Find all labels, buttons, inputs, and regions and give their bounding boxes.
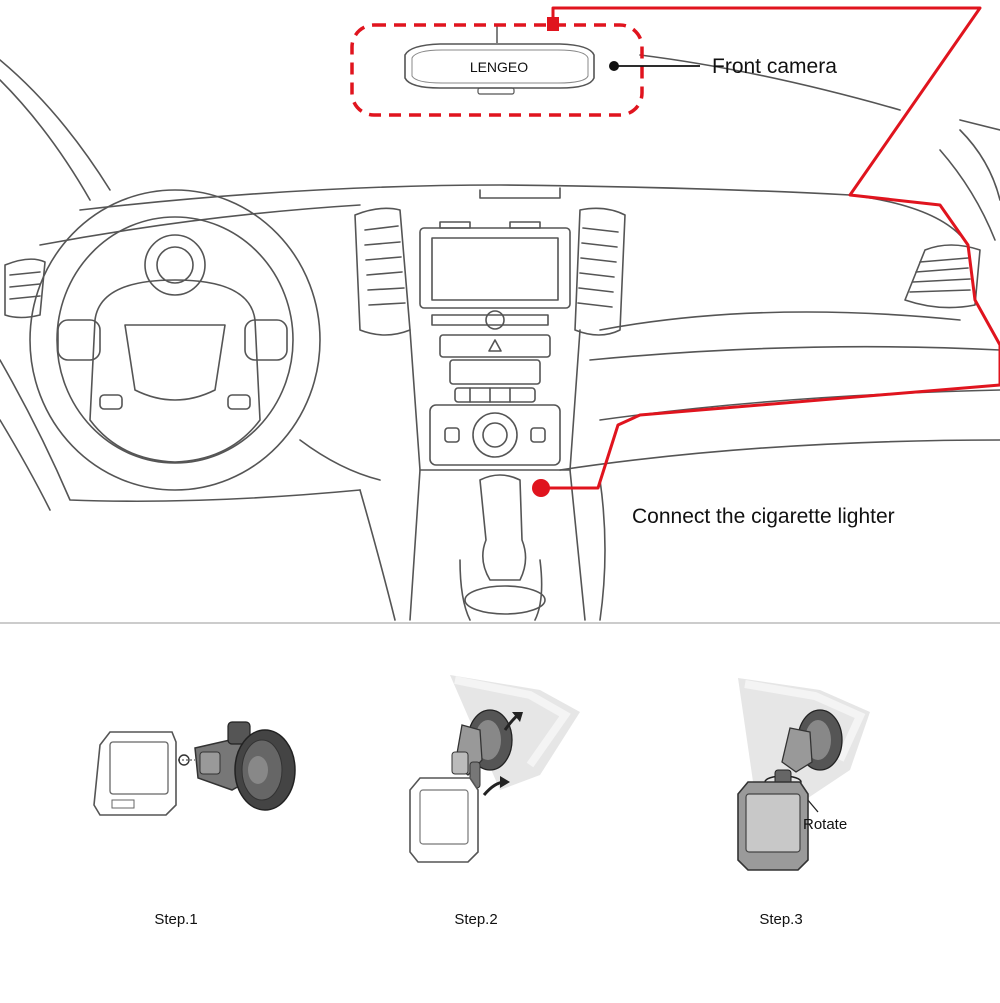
front-camera-highlight-box	[350, 23, 644, 117]
step-3-label: Step.3	[759, 911, 802, 928]
rearview-mirror-camera: LENGEO	[404, 25, 595, 95]
cigarette-lighter-label: Connect the cigarette lighter	[632, 505, 895, 528]
front-camera-label: Front camera	[712, 55, 837, 78]
step-1-illustration	[93, 721, 296, 816]
mirror-brand-text: LENGEO	[470, 59, 528, 75]
car-interior	[0, 54, 1000, 621]
front-camera-callout: Front camera	[609, 55, 837, 78]
rotate-label: Rotate	[803, 816, 847, 833]
step-2-label: Step.2	[454, 911, 497, 928]
power-cable-route	[541, 6, 1000, 490]
cable-clip-marker	[547, 17, 559, 31]
step-1-label: Step.1	[154, 911, 197, 928]
step-2-illustration	[409, 675, 580, 863]
cigarette-lighter-marker	[532, 479, 550, 497]
step-3-illustration	[737, 678, 870, 871]
